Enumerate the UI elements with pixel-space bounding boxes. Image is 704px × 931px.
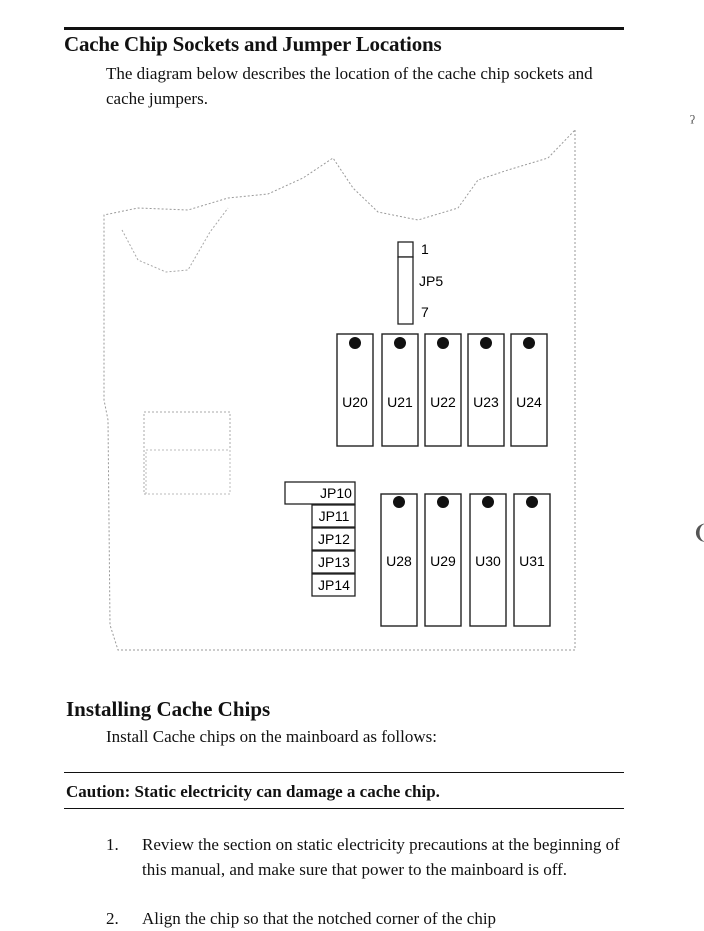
scan-edge-mark: ❨ xyxy=(692,520,704,545)
step-text: Review the section on static electricity… xyxy=(142,835,620,879)
caution-bottom-rule xyxy=(64,808,624,809)
cache-socket-u23: U23 xyxy=(467,333,505,447)
jp5-body xyxy=(397,256,414,325)
mainboard-outline xyxy=(103,129,576,651)
socket-label: U28 xyxy=(386,553,412,569)
pin1-dot xyxy=(349,337,361,349)
jp5-pin1-box xyxy=(397,241,414,258)
cache-socket-u31: U31 xyxy=(513,493,551,627)
socket-label: U24 xyxy=(516,394,542,410)
cache-socket-u22: U22 xyxy=(424,333,462,447)
pin1-dot xyxy=(394,337,406,349)
pin1-dot xyxy=(437,496,449,508)
jumper-jp12 xyxy=(311,527,356,551)
jumper-jp13 xyxy=(311,550,356,574)
step-number: 1. xyxy=(106,835,119,854)
section-title: Cache Chip Sockets and Jumper Locations xyxy=(64,32,442,56)
jumper-jp14 xyxy=(311,573,356,597)
section-intro: The diagram below describes the location… xyxy=(106,64,593,108)
jp5-label: JP5 xyxy=(419,273,443,289)
jumper-label-jp10: JP10 xyxy=(320,485,352,501)
install-intro: Install Cache chips on the mainboard as … xyxy=(106,727,437,746)
jumper-label-jp14: JP14 xyxy=(318,577,350,593)
step-1: 1. Review the section on static electric… xyxy=(106,832,626,882)
step-2: 2. Align the chip so that the notched co… xyxy=(106,906,626,931)
caution-text: Caution: Static electricity can damage a… xyxy=(66,782,440,801)
pin1-dot xyxy=(523,337,535,349)
step-number: 2. xyxy=(106,909,119,928)
install-title: Installing Cache Chips xyxy=(66,697,271,721)
socket-label: U23 xyxy=(473,394,499,410)
socket-label: U20 xyxy=(342,394,368,410)
cache-socket-u29: U29 xyxy=(424,493,462,627)
socket-label: U29 xyxy=(430,553,456,569)
scan-edge-mark: ˀ xyxy=(690,112,695,134)
jp5-pin7-label: 7 xyxy=(421,304,429,320)
socket-label: U31 xyxy=(519,553,545,569)
socket-label: U22 xyxy=(430,394,456,410)
pin1-dot xyxy=(482,496,494,508)
chip-area-inner xyxy=(145,449,231,495)
socket-label: U21 xyxy=(387,394,413,410)
jumper-jp10 xyxy=(284,481,356,505)
caution-top-rule xyxy=(64,772,624,773)
cache-socket-u28: U28 xyxy=(380,493,418,627)
jumper-label-jp12: JP12 xyxy=(318,531,350,547)
mainboard-inner-curve xyxy=(121,207,229,273)
pin1-dot xyxy=(526,496,538,508)
pin1-dot xyxy=(480,337,492,349)
pin1-dot xyxy=(437,337,449,349)
jp5-pin1-label: 1 xyxy=(421,241,429,257)
top-rule xyxy=(64,27,624,30)
step-text: Align the chip so that the notched corne… xyxy=(142,909,497,928)
cache-socket-u30: U30 xyxy=(469,493,507,627)
cache-socket-u20: U20 xyxy=(336,333,374,447)
jumper-jp11 xyxy=(311,504,356,528)
cache-socket-u21: U21 xyxy=(381,333,419,447)
pin1-dot xyxy=(393,496,405,508)
socket-label: U30 xyxy=(475,553,501,569)
cache-diagram: 1 JP5 7 U20 U21 U22 U23 U24 JP10 JP11 JP… xyxy=(103,129,576,651)
jumper-label-jp13: JP13 xyxy=(318,554,350,570)
jumper-label-jp11: JP11 xyxy=(319,508,350,524)
chip-area-outline xyxy=(143,411,231,495)
cache-socket-u24: U24 xyxy=(510,333,548,447)
